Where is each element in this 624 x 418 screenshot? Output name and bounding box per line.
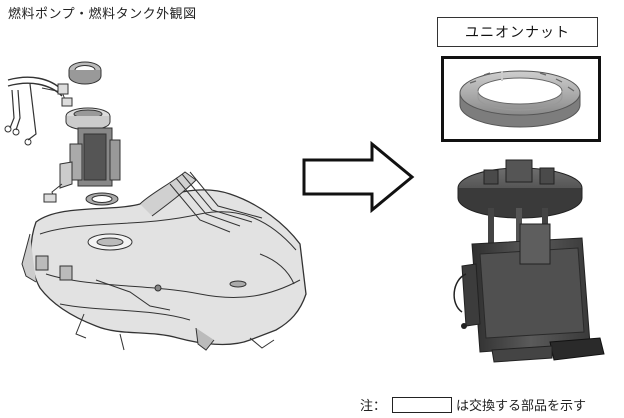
legend-note: 注： は交換する部品を示す bbox=[360, 395, 586, 414]
note-text: は交換する部品を示す bbox=[456, 399, 587, 414]
part-name-label: ユニオンナット bbox=[437, 17, 598, 47]
legend-sample-box bbox=[392, 396, 453, 413]
right-arrow-icon bbox=[302, 140, 415, 214]
union-nut-icon bbox=[459, 70, 581, 128]
replacement-part-frame bbox=[441, 56, 601, 142]
note-prefix: 注： bbox=[360, 399, 387, 414]
fuel-tank-assembly-illustration bbox=[4, 61, 307, 351]
fuel-pump-module-illustration bbox=[453, 159, 605, 363]
page-title: 燃料ポンプ・燃料タンク外観図 bbox=[8, 7, 197, 22]
